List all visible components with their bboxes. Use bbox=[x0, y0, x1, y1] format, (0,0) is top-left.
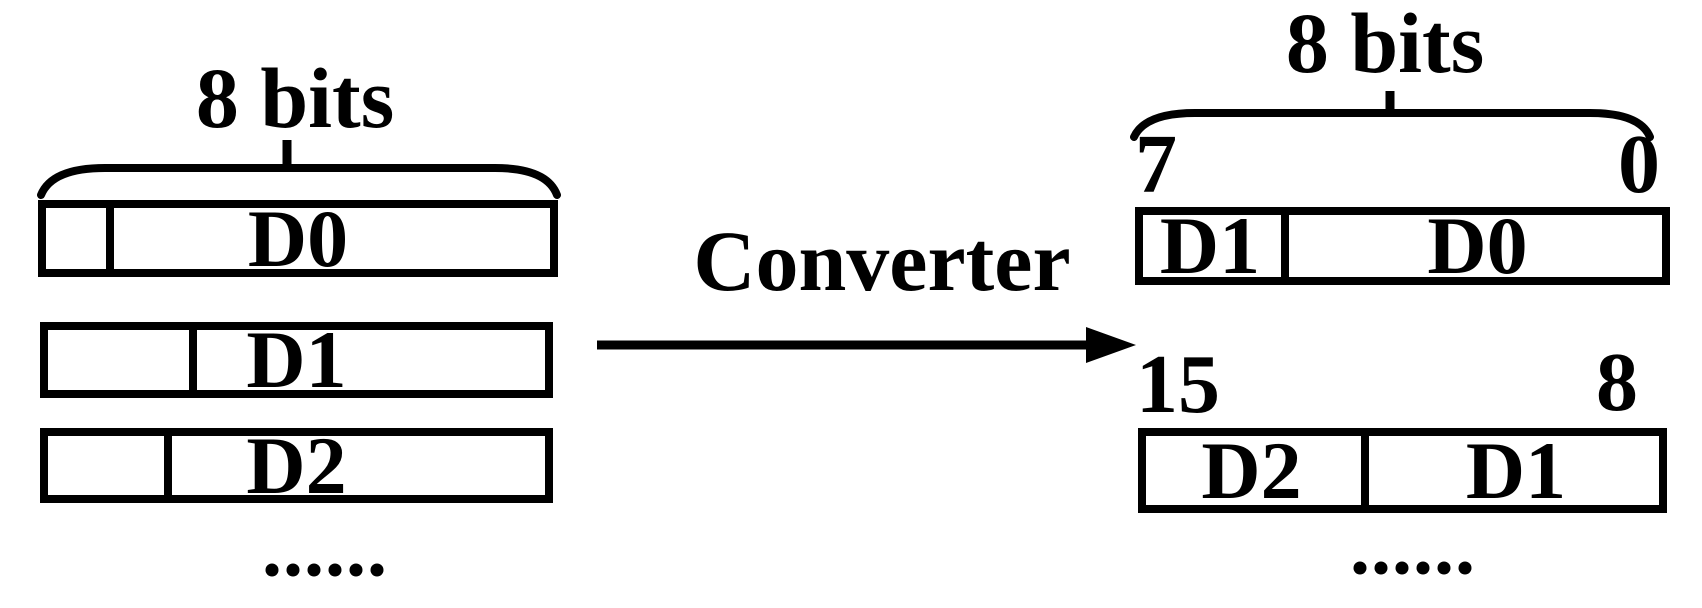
left-box-d2 bbox=[40, 428, 553, 503]
left-ellipsis bbox=[265, 563, 384, 577]
left-row-d0-label: D0 bbox=[247, 192, 349, 284]
right-box-word1 bbox=[1138, 428, 1667, 513]
left-bit-width-label: 8 bits bbox=[195, 50, 395, 146]
word0-low-cell-label: D0 bbox=[1427, 200, 1528, 291]
word0-low-bit-index: 0 bbox=[1618, 118, 1660, 211]
converter-arrow bbox=[597, 327, 1136, 363]
left-row-d1-label: D1 bbox=[246, 314, 347, 405]
word0-high-cell-label: D1 bbox=[1159, 200, 1261, 291]
converter-label: Converter bbox=[693, 213, 1071, 309]
left-box-d0 bbox=[38, 200, 558, 277]
word1-high-cell-label: D2 bbox=[1201, 424, 1302, 516]
right-bit-width-brace bbox=[1130, 109, 1654, 141]
right-bit-width-label: 8 bits bbox=[1285, 0, 1485, 91]
word1-low-cell-label: D1 bbox=[1465, 424, 1567, 516]
right-box-word0 bbox=[1135, 207, 1670, 285]
word1-low-bit-index: 8 bbox=[1596, 336, 1638, 429]
word0-high-bit-index: 7 bbox=[1135, 118, 1177, 211]
left-box-d1 bbox=[40, 322, 553, 398]
arrow-head-icon bbox=[1086, 327, 1136, 363]
word1-high-bit-index: 15 bbox=[1136, 338, 1220, 431]
left-row-d2-label: D2 bbox=[246, 419, 347, 511]
left-bit-width-brace bbox=[37, 164, 561, 199]
right-ellipsis bbox=[1353, 561, 1472, 575]
